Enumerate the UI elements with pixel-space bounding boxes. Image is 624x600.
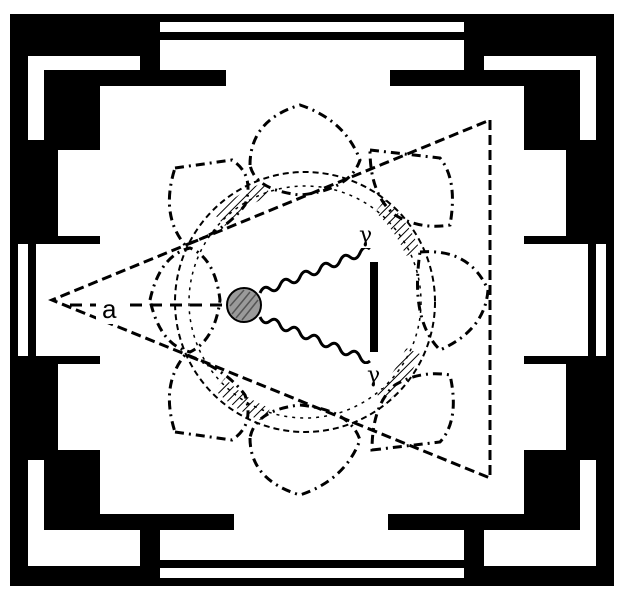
photon-wavy-line-bottom	[258, 316, 371, 365]
photon-wavy-line-top	[258, 245, 371, 294]
frame-corner-top-right	[390, 14, 614, 244]
interaction-vertex	[226, 287, 262, 323]
inner-ring	[174, 171, 436, 433]
triangle	[48, 117, 492, 481]
vertex-hatch	[229, 289, 259, 321]
label-gamma-top: γ	[356, 224, 376, 248]
feynman-diagram	[70, 245, 378, 365]
frame-bottom-gate-post-left	[150, 530, 160, 586]
frame-bottom-gate-bar	[150, 578, 474, 586]
frame-bottom-gate-bar-inner	[156, 560, 468, 568]
petal-right	[416, 250, 490, 352]
inner-ring-inner	[188, 185, 422, 419]
frame-corner-bottom-left	[10, 356, 234, 586]
ring-hatch-bottom-left	[215, 378, 270, 422]
frame-left-gate-bar-inner	[28, 244, 36, 356]
frame-top-gate-bar	[150, 14, 474, 22]
ring-hatch-top-left	[215, 182, 270, 226]
outer-frame	[10, 14, 614, 586]
frame-notch-left-top	[72, 376, 90, 384]
frame-notch-right-bottom	[536, 244, 554, 252]
triangle-inner-bar	[370, 262, 378, 352]
frame-top-gate-post-right	[464, 14, 474, 70]
lotus-petals	[148, 103, 490, 497]
ring-hatch-top-right	[375, 200, 420, 256]
frame-top-gate-bar-inner	[156, 32, 468, 40]
inner-ring-outer	[174, 171, 436, 433]
petal-top	[248, 103, 362, 197]
frame-corner-top-left	[10, 14, 230, 244]
petal-top-left	[167, 158, 250, 247]
frame-notch-right-top	[536, 376, 554, 384]
ring-hatch-bottom-right	[375, 348, 420, 404]
frame-right-gate-bar	[606, 244, 614, 356]
frame-corner-bottom-right	[388, 356, 614, 586]
frame-notch-top-left	[226, 64, 238, 86]
frame-bottom-gate-post-right	[464, 530, 474, 586]
label-gamma-bottom: γ	[364, 364, 384, 388]
frame-right-gate-bar-inner	[588, 244, 596, 356]
petal-bottom	[248, 403, 362, 497]
triangle-outline	[48, 117, 492, 481]
petal-left	[148, 246, 222, 354]
petal-bottom-left	[167, 353, 250, 442]
frame-left-gate-bar	[10, 244, 18, 356]
frame-top-gate-post-left	[150, 14, 160, 70]
petal-bottom-right	[370, 372, 455, 452]
label-a: a	[96, 294, 123, 324]
